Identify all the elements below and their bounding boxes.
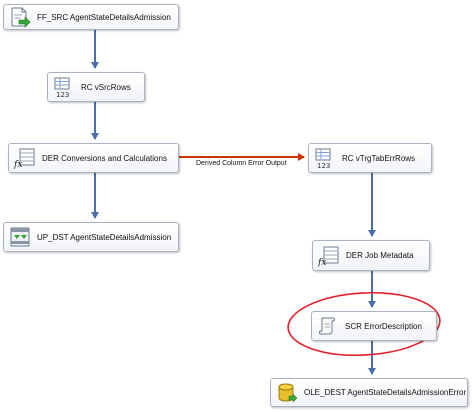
error-output-label: Derived Column Error Output: [196, 160, 287, 167]
derived-column-icon: fx: [318, 245, 340, 267]
row-count-icon: 123: [53, 76, 75, 98]
svg-text:fx: fx: [318, 258, 326, 267]
ff-src-label: FF_SRC AgentStateDetailsAdmission: [37, 12, 171, 22]
scr-errordescription-component[interactable]: SCR ErrorDescription: [311, 311, 437, 341]
ole-dest-label: OLE_DEST AgentStateDetailsAdmissionError: [304, 388, 467, 397]
ff-src-component[interactable]: FF_SRC AgentStateDetailsAdmission: [3, 4, 179, 30]
highlight-circle: [287, 291, 441, 357]
up-dst-label: UP_DST AgentStateDetailsAdmission: [37, 232, 172, 242]
row-count-icon: 123: [314, 147, 336, 169]
svg-text:fx: fx: [14, 160, 22, 169]
der-job-metadata-component[interactable]: fx DER Job Metadata: [312, 240, 430, 271]
upsert-destination-icon: [9, 226, 31, 248]
der-conversions-label: DER Conversions and Calculations: [42, 153, 167, 163]
ole-dest-component[interactable]: OLE_DEST AgentStateDetailsAdmissionError: [270, 378, 468, 407]
up-dst-component[interactable]: UP_DST AgentStateDetailsAdmission: [3, 222, 179, 252]
rc-vsrcrows-component[interactable]: 123 RC vSrcRows: [47, 72, 145, 102]
rc-vsrcrows-label: RC vSrcRows: [81, 82, 131, 92]
ole-db-destination-icon: [276, 382, 298, 404]
scr-errordescription-label: SCR ErrorDescription: [345, 321, 422, 331]
der-job-metadata-label: DER Job Metadata: [346, 251, 414, 260]
svg-text:123: 123: [56, 91, 69, 98]
derived-column-icon: fx: [14, 147, 36, 169]
rc-vtrgtaberrrows-label: RC vTrgTabErrRows: [342, 153, 416, 163]
flat-file-source-icon: [9, 6, 31, 28]
rc-vtrgtaberrrows-component[interactable]: 123 RC vTrgTabErrRows: [308, 143, 432, 173]
script-component-icon: [317, 315, 339, 337]
der-conversions-component[interactable]: fx DER Conversions and Calculations: [8, 143, 179, 173]
svg-text:123: 123: [317, 162, 330, 169]
